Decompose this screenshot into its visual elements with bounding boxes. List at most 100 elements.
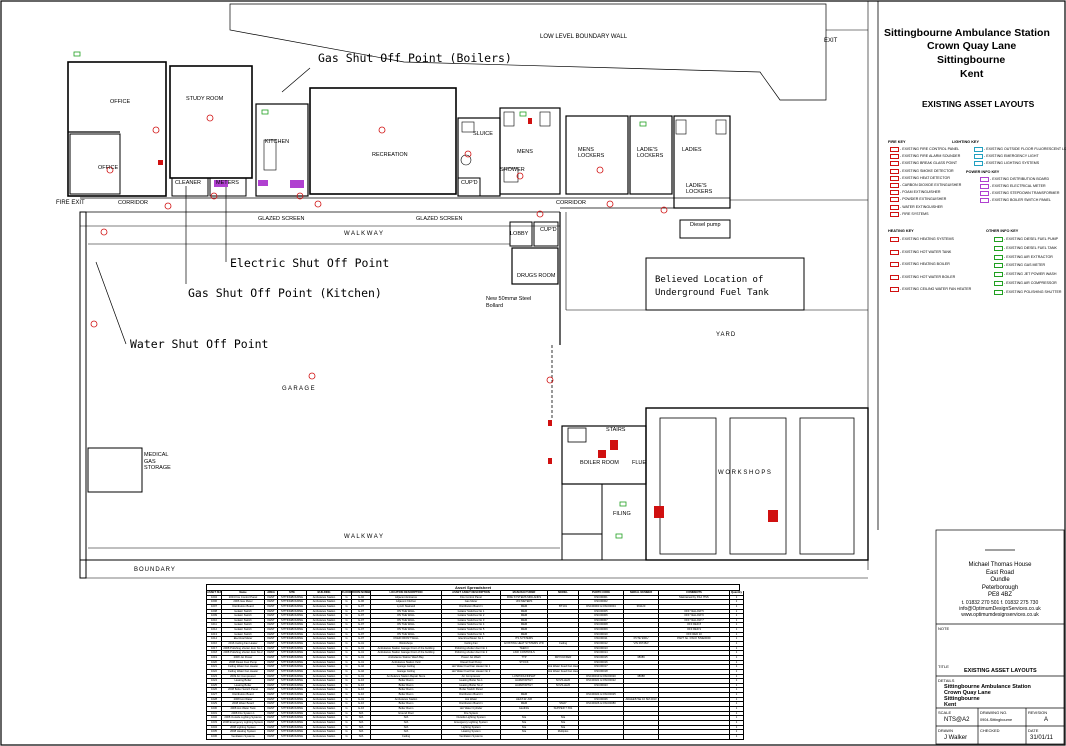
callout-gas-kitchen: Gas Shut Off Point (Kitchen) (188, 286, 382, 300)
asset-table-cell: 1 (730, 697, 744, 703)
asset-table-cell: Name (222, 591, 265, 596)
room-cleaner: CLEANER (175, 180, 201, 186)
asset-table-cell: N/a (501, 730, 548, 735)
asset-table-cell (624, 632, 659, 638)
asset-table-cell: N/A (371, 725, 442, 731)
tb-details-label: DETAILS (938, 678, 955, 683)
key-fire-item-3: - EXISTING SMOKE DETECTOR (900, 168, 954, 173)
key-other-item-5: - EXISTING AIR COMPRESSOR (1004, 281, 1057, 285)
asset-table-cell: 1020 (206, 660, 222, 666)
company-postcode: PE8 4BZ (987, 592, 1012, 598)
asset-table-cell: 1 (730, 655, 744, 661)
asset-table-cell: HAMWORTHY (501, 679, 548, 684)
asset-table-cell: Distribution Board (222, 604, 265, 610)
asset-table-cell: 1035 (206, 730, 222, 735)
asset-table-cell: SITTINGBOURNE (278, 665, 307, 670)
key-other-item-4: - EXISTING JET POWER WASH (1004, 272, 1057, 277)
asset-table-cell: G (342, 614, 352, 619)
asset-table-cell: KENT (265, 711, 278, 717)
asset-table-cell: Ambulance Station (307, 711, 342, 717)
asset-table-cell: DSC00003 & DSC00004 (579, 604, 624, 610)
asset-table-cell: Ambulance Station (307, 623, 342, 629)
callout-water: Water Shut Off Point (130, 337, 269, 351)
key-other-symbol-6 (994, 289, 1003, 295)
asset-table-cell: Ambulance Station Garage Front of the bu… (371, 651, 442, 656)
asset-table-cell: 1 (730, 665, 744, 670)
asset-table-cell: PCTE 9001/ (624, 637, 659, 643)
asset-table-cell: 1 (730, 720, 744, 726)
room-boiler: BOILER ROOM (580, 460, 619, 466)
asset-table-cell: OFF YELLOW 6 (659, 614, 730, 619)
asset-table-cell: N/A (371, 730, 442, 735)
asset-table-cell (548, 688, 579, 694)
asset-table-cell: 1030 (206, 707, 222, 712)
asset-table-cell: 1 (730, 595, 744, 601)
asset-table-cell: DSC00007 (579, 618, 624, 624)
asset-table-cell: DSC00015 (579, 655, 624, 661)
asset-table-cell: SITTINGBOURNE (278, 679, 307, 684)
room-cupd-1: CUP'D (461, 180, 478, 186)
asset-table-cell: SOVILLE20 (548, 683, 579, 689)
asset-table-cell: ASSET NUMBER (206, 591, 222, 596)
asset-table-cell: SITTINGBOURNE (278, 720, 307, 726)
key-lighting-title: LIGHTING KEY (952, 140, 980, 144)
asset-table-cell: MEM (501, 604, 548, 610)
asset-table-cell: Ceiling Water Fan Heater (222, 665, 265, 670)
asset-table-cell: DSC00009 (579, 628, 624, 633)
asset-table-cell (659, 674, 730, 680)
asset-table-cell: Ambulance Station (307, 720, 342, 726)
asset-table-cell: Power Jet Wash (442, 655, 501, 661)
asset-table-cell (624, 623, 659, 629)
asset-table-cell: N/a (501, 720, 548, 726)
asset-table-cell: 1032 (206, 716, 222, 721)
asset-table-cell: 2008 Hot Water Tank (222, 707, 265, 712)
asset-table-cell: 1 (730, 734, 744, 740)
asset-table-cell: Heating Boiler No 1 (442, 679, 501, 684)
asset-table-cell: OFF YELLOW 7 (659, 618, 730, 624)
key-other-item-0: - EXISTING DIESEL FUEL PUMP (1004, 237, 1059, 241)
key-heating-item-4: - EXISTING CEILING WATER FAN HEATER (900, 287, 972, 291)
asset-table-cell: G-41 (352, 674, 371, 680)
asset-table-cell: Ambulance Station (307, 693, 342, 698)
room-ladies: LADIES (682, 147, 702, 153)
tb-scale: NTS@A2 (944, 717, 970, 723)
asset-table-cell (659, 646, 730, 652)
key-power-item-1: - EXISTING ELECTRICAL METER (990, 184, 1046, 188)
asset-table-cell (501, 688, 548, 694)
company-addr1: East Road (985, 569, 1015, 576)
asset-table-cell: 1 (730, 683, 744, 689)
key-other-item-3: - EXISTING GAS METER (1004, 263, 1046, 268)
room-study: STUDY ROOM (186, 96, 224, 102)
asset-table-cell (624, 628, 659, 633)
asset-table-cell: G (342, 595, 352, 601)
asset-table-cell: 2008 Polishing shutter door No 2 (222, 651, 265, 656)
key-fire-symbol-6 (890, 190, 899, 196)
key-fire-symbol-5 (890, 183, 899, 188)
asset-table-cell: Ambulance Station (307, 683, 342, 689)
asset-table-cell (659, 665, 730, 670)
asset-table-cell (548, 623, 579, 629)
key-other-symbol-1 (994, 245, 1003, 251)
asset-table-cell: Ventilation Systems (442, 734, 501, 740)
tb-title-label: TITLE (938, 664, 949, 669)
company-address: Michael Thomas House East Road Oundle Pe… (936, 562, 1064, 618)
asset-table-cell: Ceiling Water Fan Heater (222, 669, 265, 675)
asset-table-cell: G (342, 679, 352, 684)
asset-table-cell: 1029 (206, 702, 222, 708)
asset-table-cell: Ambulance Station (371, 697, 442, 703)
asset-table-cell: KENT (265, 669, 278, 675)
asset-table: Asset Spreadsheet ASSET NUMBERNameAREASI… (206, 584, 744, 740)
asset-table-cell (624, 600, 659, 605)
asset-table-cell: G-16 (352, 702, 371, 708)
asset-table-cell: G-07 (352, 637, 371, 643)
asset-table-cell: 1011 (206, 623, 222, 629)
key-power-item-0: - EXISTING DISTRIBUTION BOARD (990, 177, 1050, 181)
tb-details-3: Sittingbourne (944, 696, 980, 702)
glazed-screen-1: GLAZED SCREEN (258, 216, 305, 222)
asset-table-cell: 1 (730, 702, 744, 708)
asset-table-cell: Ambulance Station (307, 632, 342, 638)
company-addr2: Oundle (990, 577, 1010, 583)
asset-table-cell: Ambulance Station (307, 730, 342, 735)
asset-table-cell (548, 628, 579, 633)
asset-table-cell (624, 618, 659, 624)
